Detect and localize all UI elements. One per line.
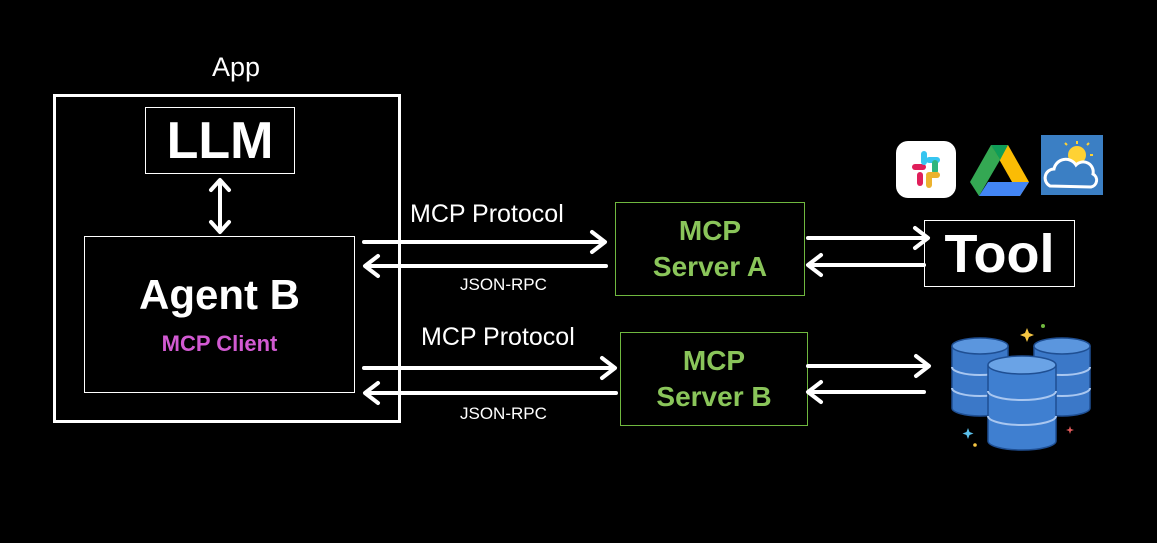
response-arrow-b — [363, 381, 618, 405]
request-arrow-tool — [806, 226, 930, 250]
llm-label: LLM — [166, 111, 274, 170]
google-drive-icon — [969, 141, 1030, 198]
tool-label: Tool — [944, 223, 1055, 284]
server-a-box: MCP Server A — [615, 202, 805, 296]
protocol-label-b: MCP Protocol — [421, 323, 575, 351]
agent-box: Agent B MCP Client — [84, 236, 355, 393]
response-arrow-a — [363, 254, 608, 278]
llm-box: LLM — [145, 107, 295, 174]
request-arrow-db — [806, 354, 931, 378]
llm-agent-arrow — [209, 178, 231, 234]
request-arrow-b — [362, 356, 617, 380]
server-b-box: MCP Server B — [620, 332, 808, 426]
protocol-label-a: MCP Protocol — [410, 200, 564, 228]
server-a-line1: MCP — [678, 215, 742, 246]
tool-box: Tool — [924, 220, 1075, 287]
slack-icon — [896, 141, 956, 198]
weather-icon — [1041, 135, 1103, 195]
response-arrow-tool — [806, 253, 926, 277]
server-b-line1: MCP — [682, 345, 746, 376]
response-arrow-db — [806, 380, 926, 404]
app-container — [53, 94, 401, 423]
rpc-label-a: JSON-RPC — [460, 275, 547, 294]
rpc-label-b: JSON-RPC — [460, 404, 547, 423]
app-label: App — [212, 52, 261, 82]
agent-title: Agent B — [139, 271, 300, 318]
server-b-line2: Server B — [656, 381, 772, 412]
agent-subtitle: MCP Client — [161, 331, 278, 356]
request-arrow-a — [362, 230, 607, 254]
server-a-line2: Server A — [652, 251, 768, 282]
database-icon — [951, 324, 1091, 451]
